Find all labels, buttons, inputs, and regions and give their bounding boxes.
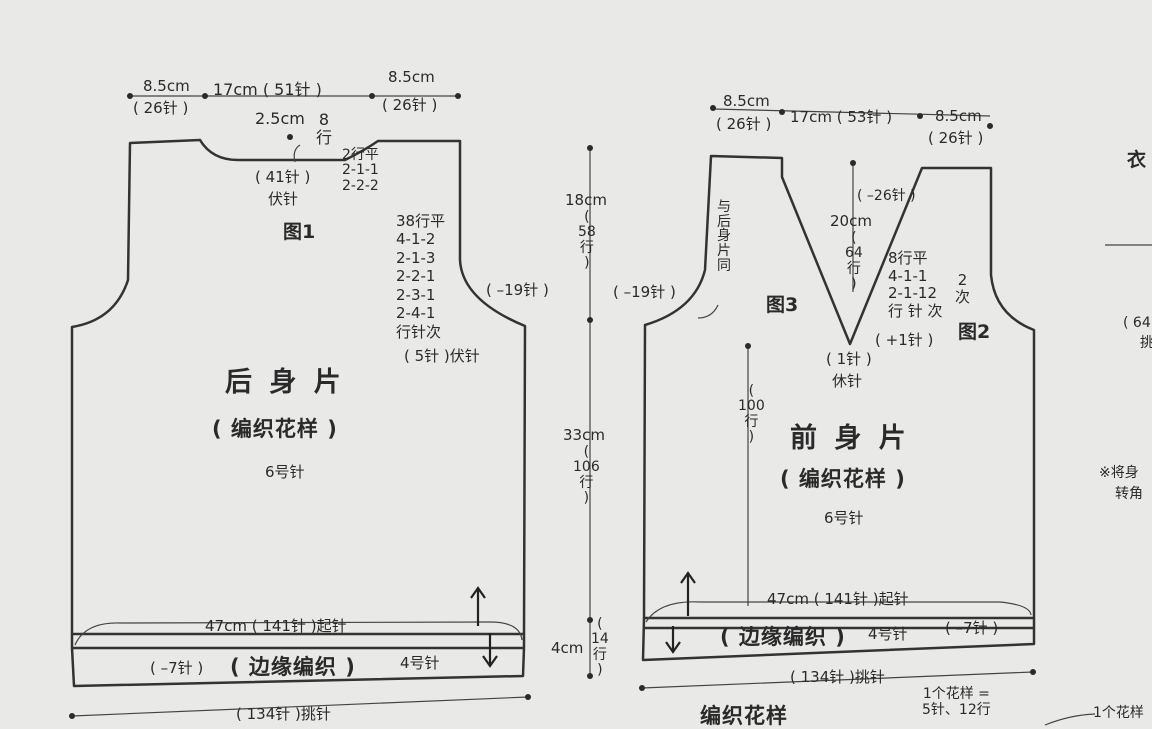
stitch-pattern-title: 编织花样	[700, 704, 788, 728]
front-right-width: 8.5cm	[935, 107, 982, 125]
pattern-repeat-note-2: 1个花样	[1093, 705, 1144, 721]
back-center-width: 17cm ( 51针 )	[213, 80, 322, 99]
front-left-width: 8.5cm	[723, 92, 770, 110]
center-stitch-add: ( +1针 )	[875, 331, 934, 349]
v-neck-depth: 20cm	[830, 212, 872, 230]
front-center-width: 17cm ( 53针 )	[790, 108, 893, 126]
back-pattern-label: ( 编织花样 )	[212, 417, 338, 441]
front-ribbing-band	[641, 617, 1036, 662]
back-left-stitches: ( 26针 )	[133, 99, 189, 117]
back-ribbing-band	[70, 634, 526, 688]
right-edge-text-b: ( 64	[1123, 315, 1151, 331]
front-ribbing-decrease: ( –7针 )	[945, 619, 999, 637]
v-neck-decrease: 8行平 4-1-1 2-1-12 行 针 次	[888, 249, 943, 321]
back-cast-on: 47cm ( 141针 )起针	[205, 617, 347, 635]
right-edge-text-c: 挑	[1140, 335, 1152, 351]
v-neck-count: ( –26针 )	[857, 188, 916, 204]
center-stitch: ( 1针 )	[826, 350, 872, 368]
front-left-stitches: ( 26针 )	[716, 115, 772, 133]
right-edge-text-d: ※将身	[1099, 465, 1139, 481]
front-right-stitches: ( 26针 )	[928, 129, 984, 147]
body-rows: ( 106 行 )	[573, 444, 600, 507]
front-ribbing-needle: 4号针	[868, 625, 908, 643]
back-piece-title: 后 身 片	[225, 367, 345, 398]
figure-2-label: 图2	[958, 321, 991, 343]
right-edge-text-a: 衣	[1127, 149, 1147, 171]
back-needle-size: 6号针	[265, 463, 305, 481]
front-cast-on: 47cm ( 141针 )起针	[767, 590, 909, 608]
front-armhole-count: ( –19针 )	[613, 283, 676, 301]
center-stitch-hold: 休针	[832, 372, 863, 390]
front-ribbing-label: ( 边缘编织 )	[720, 625, 846, 649]
back-left-width: 8.5cm	[143, 77, 190, 95]
front-body-rows: ( 100 行 )	[738, 383, 765, 446]
front-piece-title: 前 身 片	[790, 423, 910, 454]
back-armhole-decrease: 38行平 4-1-2 2-1-3 2-2-1 2-3-1 2-4-1 行针次	[396, 212, 446, 341]
front-cast-on-curve	[645, 601, 1032, 623]
armhole-height: 18cm	[565, 191, 607, 209]
back-piece-outline	[70, 138, 527, 636]
back-armhole-bind: ( 5针 )伏针	[404, 347, 480, 365]
back-neck-depth: 2.5cm	[255, 109, 305, 128]
back-neck-bind-label: 伏针	[268, 190, 299, 208]
pattern-repeat-note: 1个花样 = 5针、12行	[922, 686, 991, 719]
back-cast-on-curve	[74, 621, 523, 646]
back-ribbing-needle: 4号针	[400, 654, 440, 672]
back-right-stitches: ( 26针 )	[382, 96, 438, 114]
back-neck-decrease: 2行平 2-1-1 2-2-2	[342, 147, 379, 194]
front-needle-size: 6号针	[824, 509, 864, 527]
armhole-rows: ( 58 行 )	[578, 209, 596, 272]
back-ribbing-decrease: ( –7针 )	[150, 659, 204, 677]
front-pickup: ( 134针 )挑针	[790, 668, 885, 686]
right-edge-text-e: 转角	[1115, 486, 1143, 502]
front-pattern-label: ( 编织花样 )	[780, 467, 906, 491]
back-neck-bind-count: ( 41针 )	[255, 168, 311, 186]
back-armhole-count: ( –19针 )	[486, 281, 549, 299]
v-neck-repeat: 2 次	[955, 271, 971, 306]
same-as-back-note: 与 后 身 片 同	[717, 199, 731, 274]
body-height: 33cm	[563, 426, 605, 444]
figure-1-label: 图1	[283, 221, 316, 243]
front-piece-outline	[642, 154, 1036, 620]
back-neck-rows: 8 行	[316, 110, 333, 147]
figure-3-label: 图3	[766, 294, 799, 316]
back-ribbing-label: ( 边缘编织 )	[230, 655, 356, 679]
v-neck-rows: ( 64 行 )	[845, 230, 863, 293]
back-right-width: 8.5cm	[388, 68, 435, 86]
ribbing-rows: ( 14 行 )	[591, 616, 609, 679]
ribbing-height: 4cm	[551, 639, 584, 657]
back-pickup: ( 134针 )挑针	[236, 705, 331, 723]
